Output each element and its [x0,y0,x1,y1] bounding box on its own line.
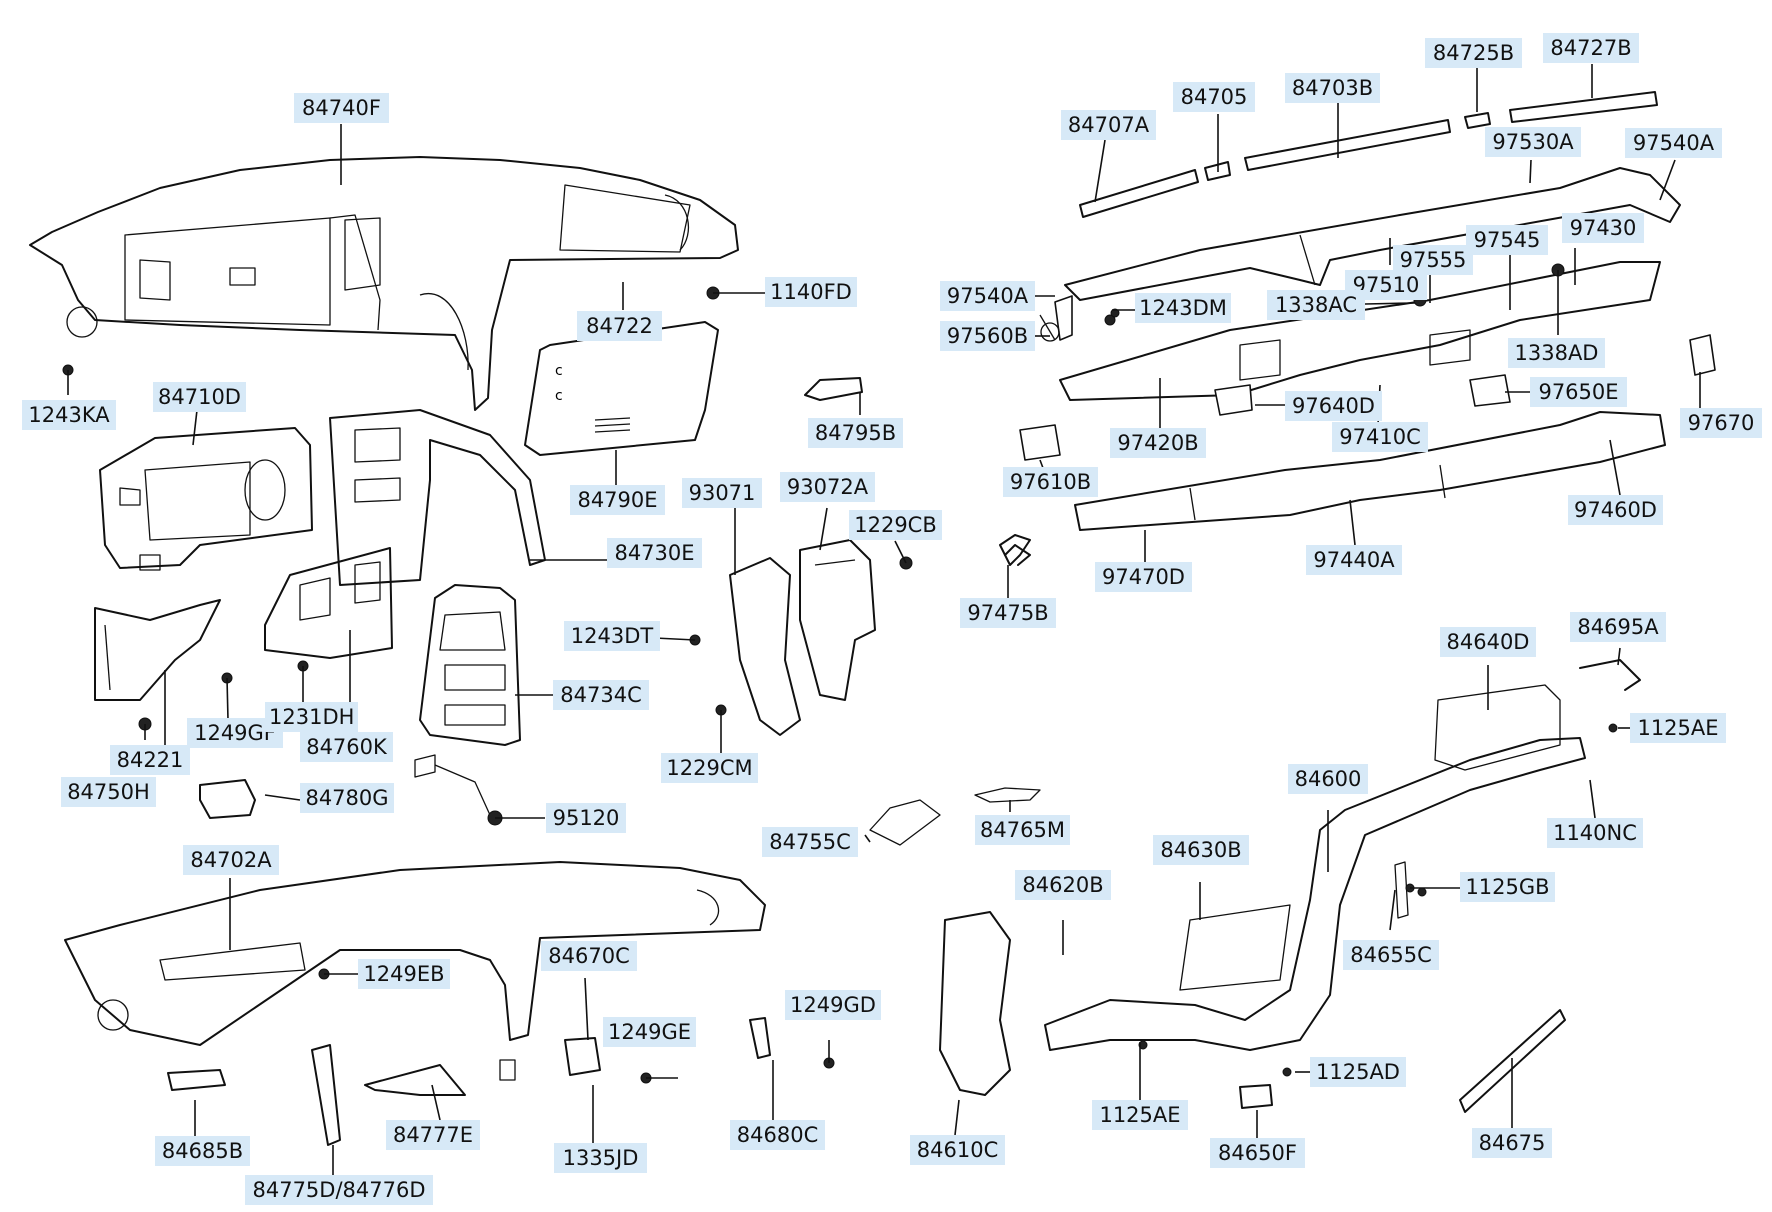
part-label-97410C[interactable]: 97410C [1332,422,1428,452]
part-label-97530A[interactable]: 97530A [1485,127,1581,157]
part-label-84795B[interactable]: 84795B [808,418,903,448]
part-label-84675[interactable]: 84675 [1472,1128,1552,1158]
lower-brackets-drawing [167,1017,771,1146]
part-label-1231DH[interactable]: 1231DH [265,702,358,732]
defroster-trims-drawing [1079,91,1658,218]
part-label-97650E[interactable]: 97650E [1530,377,1627,407]
part-label-97475B[interactable]: 97475B [960,598,1056,628]
part-label-1125GB[interactable]: 1125GB [1460,872,1555,902]
part-label-84790E[interactable]: 84790E [570,485,665,515]
part-label-84710D[interactable]: 84710D [153,382,246,412]
leader-lines-right [1007,64,1701,598]
part-label-1140NC[interactable]: 1140NC [1547,818,1643,848]
part-label-1125AD[interactable]: 1125AD [1310,1057,1406,1087]
part-label-97640D[interactable]: 97640D [1285,391,1382,421]
right-brackets-drawing [1138,659,1641,1113]
part-label-97610B[interactable]: 97610B [1003,467,1098,497]
leader-lines-frame [954,647,1630,1138]
part-label-84600[interactable]: 84600 [1288,764,1368,794]
part-label-1249EB[interactable]: 1249EB [358,959,450,989]
part-label-84680C[interactable]: 84680C [730,1120,825,1150]
part-label-84765M[interactable]: 84765M [975,815,1070,845]
part-label-1249GF[interactable]: 1249GF [187,718,283,748]
part-label-1243KA[interactable]: 1243KA [22,400,116,430]
part-label-1249GD[interactable]: 1249GD [785,990,881,1020]
part-label-84670C[interactable]: 84670C [541,941,637,971]
crash-pad-drawing [29,156,739,411]
part-label-1335JD[interactable]: 1335JD [554,1143,647,1173]
part-label-84640D[interactable]: 84640D [1440,627,1536,657]
part-label-97440A[interactable]: 97440A [1306,545,1402,575]
part-label-84722[interactable]: 84722 [577,311,662,341]
part-label-84750H[interactable]: 84750H [61,777,156,807]
part-label-84221[interactable]: 84221 [110,745,190,775]
part-label-97460D[interactable]: 97460D [1568,495,1663,525]
part-label-84685B[interactable]: 84685B [155,1136,250,1166]
lower-crash-pad-drawing [64,861,766,1081]
part-label-97470D[interactable]: 97470D [1095,562,1192,592]
lower-panel-drawing [264,547,393,659]
part-label-84727B[interactable]: 84727B [1543,33,1639,63]
part-label-84630B[interactable]: 84630B [1153,835,1249,865]
part-label-97430[interactable]: 97430 [1562,213,1644,243]
part-label-1229CB[interactable]: 1229CB [849,510,942,540]
part-label-1229CM[interactable]: 1229CM [661,753,758,783]
defroster-duct-drawing [1064,167,1681,301]
part-label-93072A[interactable]: 93072A [780,472,875,502]
part-label-1243DM[interactable]: 1243DM [1135,293,1231,323]
part-label-84755C[interactable]: 84755C [762,827,858,857]
part-label-84610C[interactable]: 84610C [910,1135,1005,1165]
svg-text:c: c [555,388,563,404]
glove-box-door-drawing: c c [524,321,719,456]
part-label-1249GE[interactable]: 1249GE [603,1017,696,1047]
cowl-cross-bar-drawing [939,684,1586,1096]
part-label-84730E[interactable]: 84730E [607,538,702,568]
part-label-1125AE-top[interactable]: 1125AE [1630,713,1726,743]
part-label-84707A[interactable]: 84707A [1061,110,1156,140]
part-label-97540A-left[interactable]: 97540A [940,281,1035,311]
leader-lines [67,124,1011,1175]
vents-drawing [999,263,1716,566]
console-panel-drawing [419,584,521,746]
part-label-84650F[interactable]: 84650F [1210,1138,1305,1168]
part-label-97510[interactable]: 97510 [1345,270,1427,300]
part-label-84620B[interactable]: 84620B [1015,870,1111,900]
side-panel-drawing [94,599,221,701]
part-label-1338AC[interactable]: 1338AC [1267,290,1365,320]
part-label-84775D-84776D[interactable]: 84775D/84776D [245,1175,433,1205]
part-label-84760K[interactable]: 84760K [300,732,393,762]
part-label-97545[interactable]: 97545 [1466,225,1548,255]
part-label-93071[interactable]: 93071 [682,478,762,508]
part-label-97560B[interactable]: 97560B [940,321,1035,351]
part-label-84705[interactable]: 84705 [1173,82,1255,112]
fasteners-drawing [62,286,1415,1084]
cluster-facia-drawing [99,427,313,571]
center-facia-drawing [329,409,546,586]
part-label-84695A[interactable]: 84695A [1570,612,1666,642]
part-label-84703B[interactable]: 84703B [1285,73,1380,103]
svg-text:c: c [555,363,563,379]
part-label-1243DT[interactable]: 1243DT [564,621,660,651]
part-label-97420B[interactable]: 97420B [1110,428,1206,458]
part-label-84655C[interactable]: 84655C [1343,940,1439,970]
part-label-84702A[interactable]: 84702A [183,845,279,875]
part-label-84725B[interactable]: 84725B [1425,38,1522,68]
part-label-1140FD[interactable]: 1140FD [765,277,857,307]
part-label-97555[interactable]: 97555 [1393,245,1473,275]
column-shroud-drawing [729,539,876,736]
part-label-95120[interactable]: 95120 [546,803,626,833]
lower-duct-drawing [1074,411,1666,531]
part-label-84740F[interactable]: 84740F [294,93,389,123]
part-label-97540A-top[interactable]: 97540A [1625,128,1722,158]
part-label-84777E[interactable]: 84777E [386,1120,480,1150]
part-label-97670[interactable]: 97670 [1680,408,1762,438]
part-label-84734C[interactable]: 84734C [553,680,649,710]
part-label-1125AE-bottom[interactable]: 1125AE [1092,1100,1188,1130]
part-label-1338AD[interactable]: 1338AD [1508,338,1605,368]
part-label-84780G[interactable]: 84780G [300,783,394,813]
